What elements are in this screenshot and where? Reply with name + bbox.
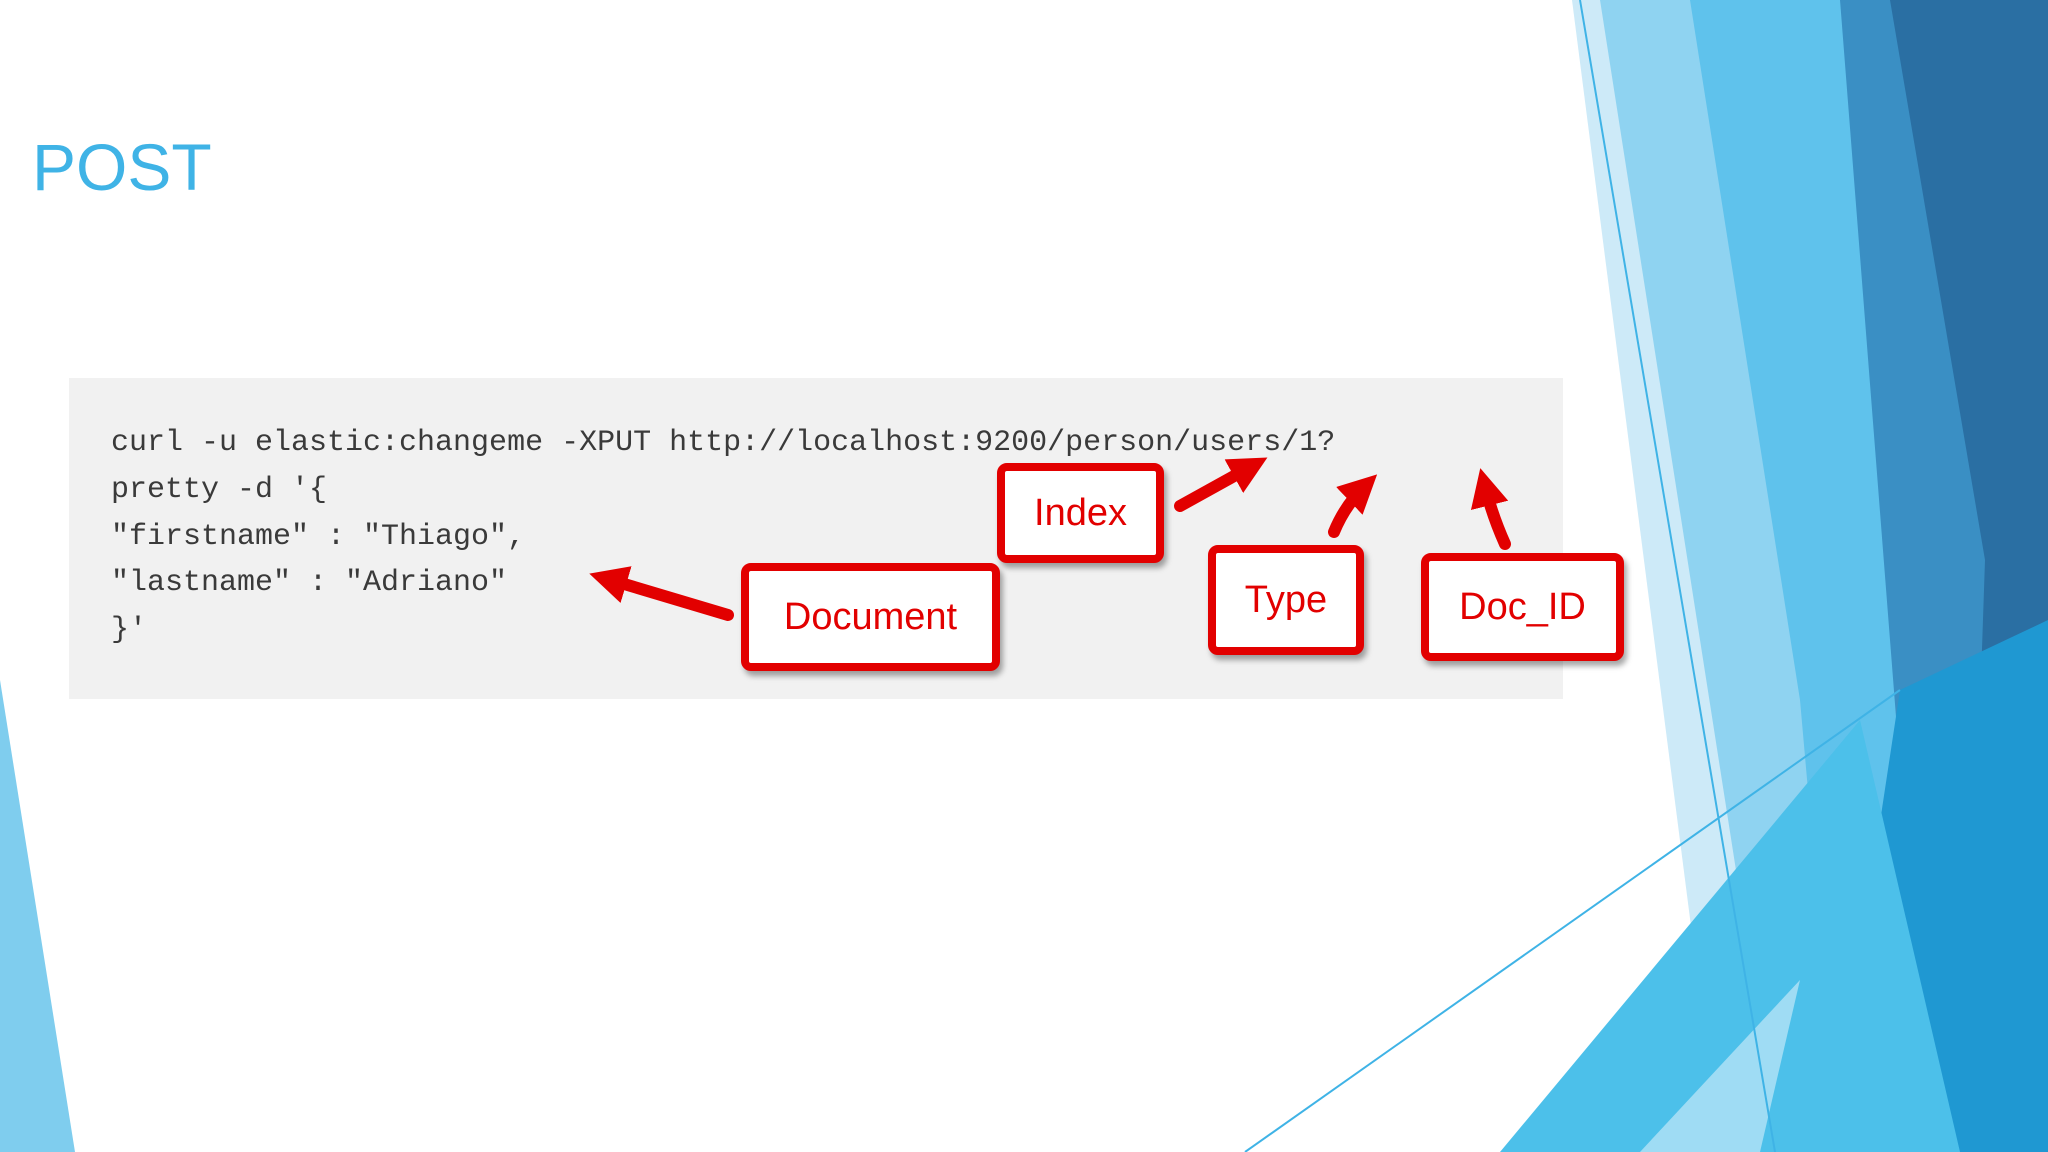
callout-type: Type [1208, 545, 1364, 655]
code-line-4: "lastname" : "Adriano" [111, 566, 508, 600]
code-line-3: "firstname" : "Thiago", [111, 520, 526, 554]
code-line-5: }' [111, 613, 148, 647]
code-line-1: curl -u elastic:changeme -XPUT http://lo… [111, 426, 1336, 460]
callout-index: Index [997, 463, 1164, 563]
callout-doc-id: Doc_ID [1421, 553, 1624, 661]
thin-line-1 [1579, 0, 1776, 1152]
right-facet-8 [1500, 720, 1960, 1152]
right-facet-9 [1640, 980, 1800, 1152]
code-line-2: pretty -d '{ [111, 473, 328, 507]
thin-line-2 [1244, 689, 1901, 1152]
callout-document: Document [741, 563, 1000, 671]
left-accent-shape [0, 680, 75, 1152]
slide-title: POST [32, 130, 212, 204]
